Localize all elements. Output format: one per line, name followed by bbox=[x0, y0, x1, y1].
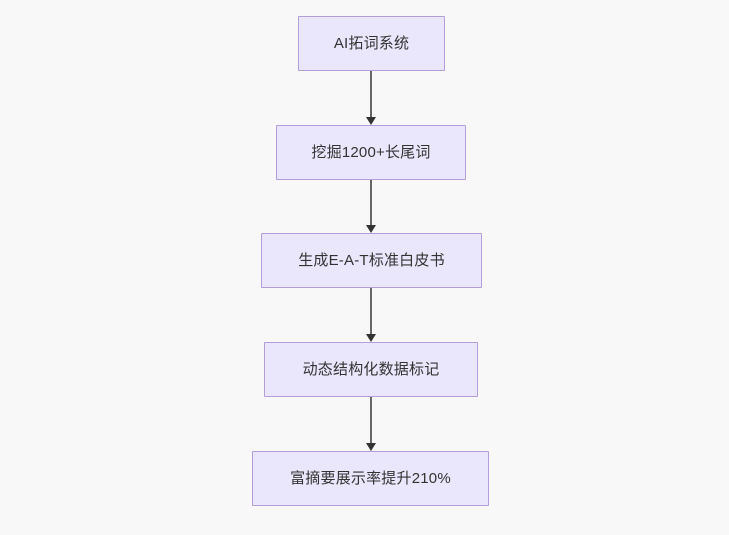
flow-node-label: 挖掘1200+长尾词 bbox=[311, 143, 431, 161]
edge-line bbox=[370, 71, 372, 117]
edge-line bbox=[370, 180, 372, 225]
edge-line bbox=[370, 397, 372, 443]
flow-node-rich-snippet-impression-uplift[interactable]: 富摘要展示率提升210% bbox=[252, 451, 489, 506]
flow-node-label: 富摘要展示率提升210% bbox=[290, 469, 451, 487]
flow-node-dynamic-structured-data-markup[interactable]: 动态结构化数据标记 bbox=[264, 342, 478, 397]
arrowhead-icon bbox=[366, 225, 376, 233]
flow-node-label: AI拓词系统 bbox=[333, 34, 410, 52]
arrowhead-icon bbox=[366, 334, 376, 342]
flow-node-label: 动态结构化数据标记 bbox=[302, 360, 440, 378]
arrowhead-icon bbox=[366, 117, 376, 125]
arrowhead-icon bbox=[366, 443, 376, 451]
flow-node-ai-keyword-system[interactable]: AI拓词系统 bbox=[298, 16, 445, 71]
flow-node-label: 生成E-A-T标准白皮书 bbox=[298, 251, 445, 269]
flow-node-generate-eat-whitepaper[interactable]: 生成E-A-T标准白皮书 bbox=[261, 233, 482, 288]
edge-line bbox=[370, 288, 372, 334]
flow-node-mine-longtail-keywords[interactable]: 挖掘1200+长尾词 bbox=[276, 125, 466, 180]
